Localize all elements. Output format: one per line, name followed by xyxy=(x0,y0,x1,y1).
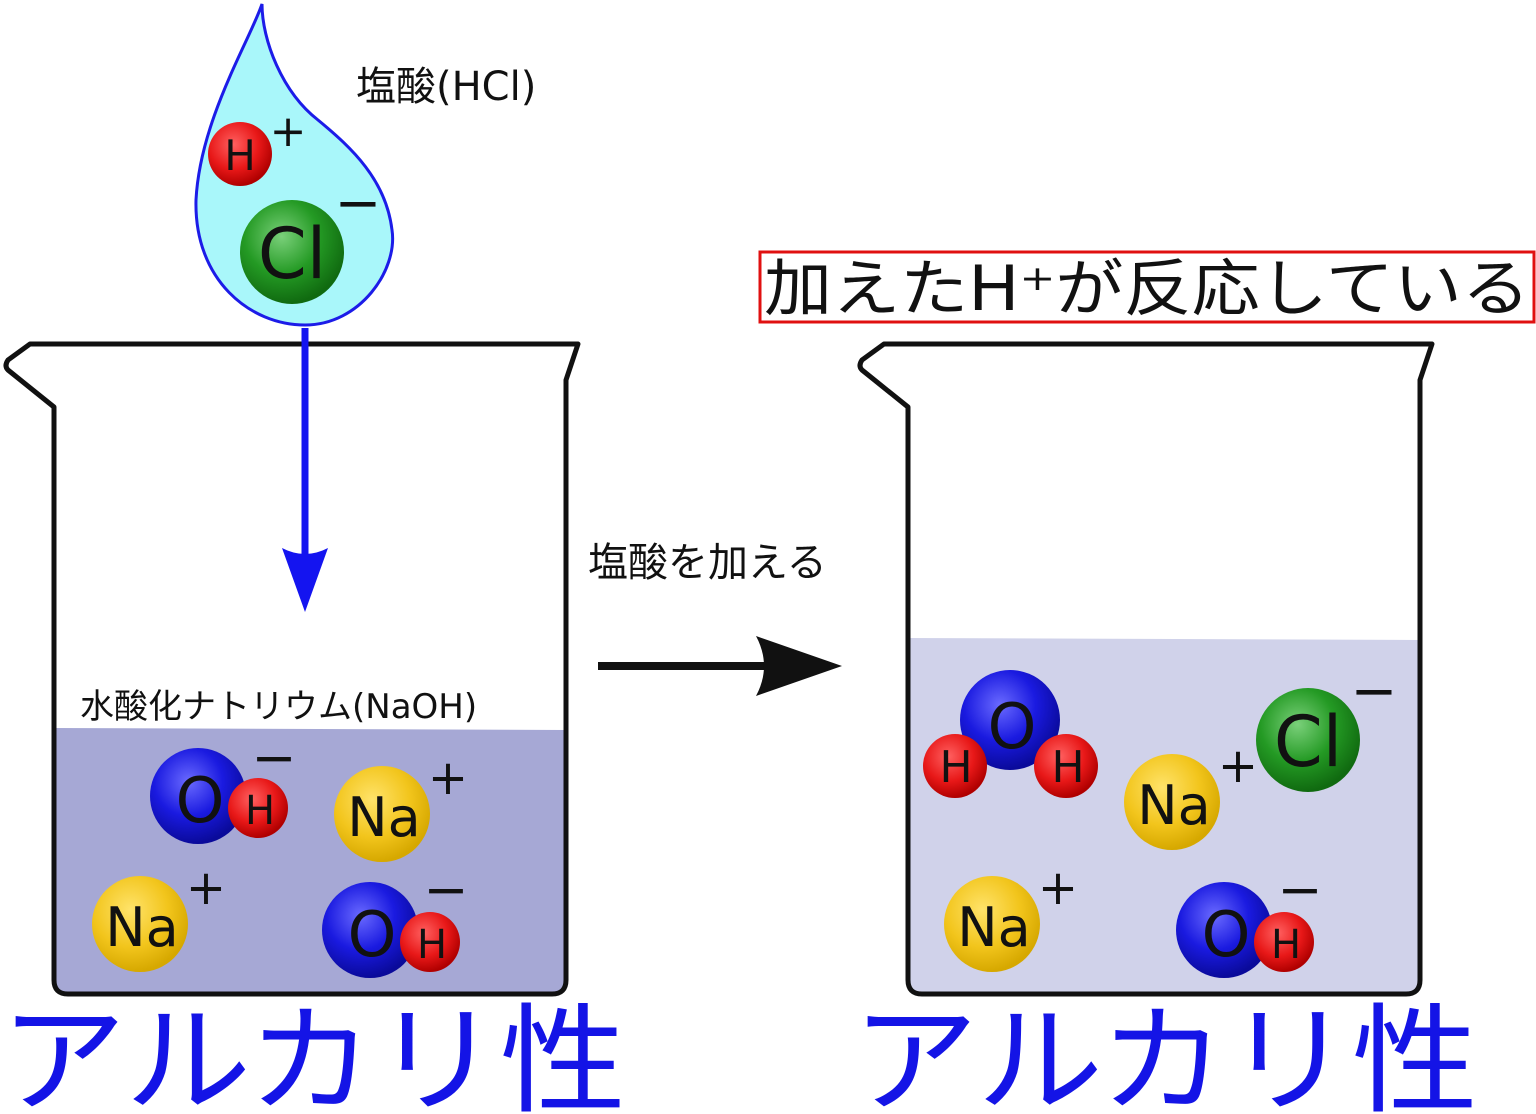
ion-symbol: H xyxy=(224,131,256,180)
ion-symbol: Na xyxy=(105,896,179,959)
hydrogen-atom xyxy=(923,734,987,798)
hydrogen-atom xyxy=(1034,734,1098,798)
beaker-before xyxy=(3,341,581,997)
sodium-ion: Na + xyxy=(944,860,1078,972)
process-arrow xyxy=(598,636,842,696)
oxygen-symbol: O xyxy=(988,690,1037,763)
ion-charge: + xyxy=(186,860,226,916)
oxygen-atom xyxy=(150,748,246,844)
hydroxide-ion: O H − xyxy=(1176,858,1323,978)
sodium-ion: Na + xyxy=(92,860,226,972)
sodium-atom xyxy=(334,766,430,862)
hydrogen-symbol: H xyxy=(939,742,972,793)
water-molecule: O H H xyxy=(923,670,1098,798)
hydroxide-ion: O H − xyxy=(322,858,469,978)
ion-charge: + xyxy=(428,750,468,806)
hydroxide-ion: O H − xyxy=(150,726,297,844)
oxygen-atom xyxy=(960,670,1060,770)
ion-charge: − xyxy=(1351,659,1398,724)
process-label: 塩酸を加える xyxy=(588,540,827,586)
ion-charge: + xyxy=(270,106,307,157)
property-label-before: アルカリ性 xyxy=(0,992,626,1114)
sodium-ion: Na + xyxy=(334,750,468,862)
ion-symbol: Na xyxy=(1137,774,1211,837)
chloride-ion: Cl − xyxy=(1256,659,1397,792)
reaction-callout: 加えたH⁺が反応している xyxy=(758,250,1536,325)
drop-cl-ion: Cl − xyxy=(240,171,381,304)
chlorine-atom xyxy=(1256,688,1360,792)
ion-charge: − xyxy=(251,726,296,789)
hydrogen-atom xyxy=(228,778,288,838)
sodium-ion: Na + xyxy=(1124,738,1258,850)
hydrogen-symbol: H xyxy=(1051,742,1084,793)
sodium-atom xyxy=(944,876,1040,972)
ion-charge: − xyxy=(335,171,382,236)
ion-symbol: Na xyxy=(347,786,421,849)
beaker-outline-after xyxy=(857,341,1435,997)
hydrogen-atom xyxy=(1254,912,1314,972)
sodium-atom xyxy=(92,876,188,972)
callout-text: 加えたH⁺が反応している xyxy=(764,252,1530,325)
ion-symbol: Cl xyxy=(1274,701,1342,783)
drop-label: 塩酸(HCl) xyxy=(356,64,536,110)
ion-charge: + xyxy=(1038,860,1078,916)
callout-border xyxy=(758,250,1536,324)
oxygen-symbol: O xyxy=(348,898,397,971)
oxygen-atom xyxy=(1176,882,1272,978)
ion-charge: + xyxy=(1218,738,1258,794)
ion-charge: − xyxy=(423,858,468,921)
beaker-outline-before xyxy=(3,341,581,997)
sodium-atom xyxy=(1124,754,1220,850)
chlorine-atom xyxy=(240,200,344,304)
oxygen-symbol: O xyxy=(1202,898,1251,971)
drop-arrow xyxy=(282,328,328,612)
property-label-after: アルカリ性 xyxy=(852,992,1478,1114)
drop-h-ion: H + xyxy=(208,106,306,186)
naoh-label: 水酸化ナトリウム(NaOH) xyxy=(80,687,477,727)
hydrogen-symbol: H xyxy=(1271,922,1301,968)
hydrogen-symbol: H xyxy=(417,922,447,968)
hydrogen-atom xyxy=(208,122,272,186)
ion-symbol: Na xyxy=(957,896,1031,959)
oxygen-atom xyxy=(322,882,418,978)
hydrogen-symbol: H xyxy=(245,788,275,834)
oxygen-symbol: O xyxy=(176,764,225,837)
hydrogen-atom xyxy=(400,912,460,972)
ion-charge: − xyxy=(1277,858,1322,921)
ion-symbol: Cl xyxy=(258,213,326,295)
beaker-after xyxy=(857,341,1435,997)
